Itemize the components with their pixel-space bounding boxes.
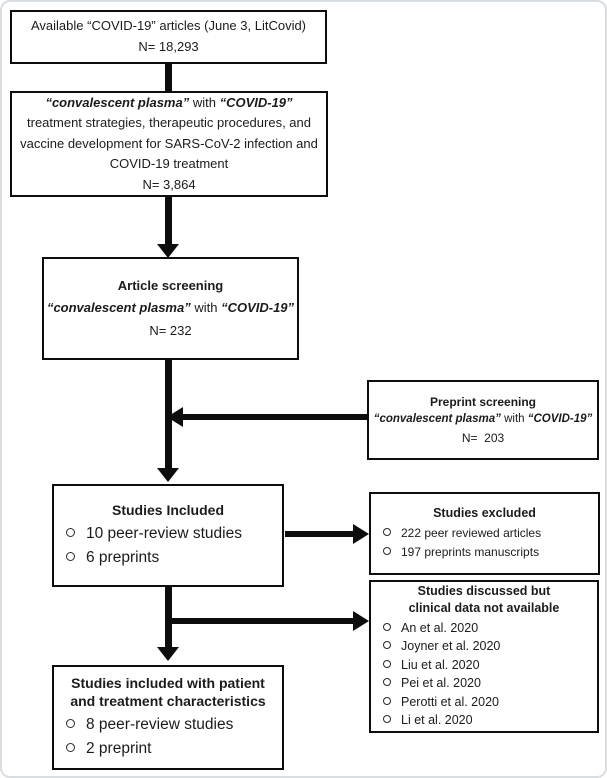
bullet-circle-icon [383, 715, 391, 724]
connector-included-to-excluded [285, 531, 355, 537]
list-item: 222 peer reviewed articles [383, 524, 598, 543]
list-item-text: 2 preprint [86, 740, 152, 758]
bullet-circle-icon [66, 743, 75, 753]
list-item-text: An et al. 2020 [401, 620, 479, 635]
bullet-circle-icon [66, 551, 75, 561]
final-included-list: 8 peer-review studies 2 preprint [54, 713, 282, 761]
search-query-line: “convalescent plasma” with “COVID-19” [12, 93, 326, 114]
query-phrase-2: “COVID-19” [221, 300, 295, 316]
list-item: Perotti et al. 2020 [383, 693, 597, 712]
studies-discussed-box: Studies discussed but clinical data not … [369, 580, 599, 733]
list-item: Joyner et al. 2020 [383, 637, 597, 656]
arrowhead-down-icon [157, 647, 179, 661]
query-phrase-1: “convalescent plasma” [46, 300, 191, 316]
list-item: An et al. 2020 [383, 619, 597, 638]
list-item-text: 10 peer-review studies [86, 524, 242, 542]
search-terms-count: N= 3,864 [142, 176, 196, 192]
available-articles-box: Available “COVID-19” articles (June 3, L… [10, 10, 327, 64]
preprint-screening-title: Preprint screening [429, 394, 537, 409]
arrowhead-left-icon [167, 407, 183, 427]
connector-included-to-final [165, 586, 172, 649]
list-item-text: 197 preprints manuscripts [401, 544, 540, 559]
query-conjunction: with [190, 300, 222, 316]
connector-available-to-search [165, 63, 172, 92]
list-item: 2 preprint [66, 737, 282, 761]
studies-included-list: 10 peer-review studies 6 preprints [54, 522, 282, 570]
preprint-screening-count: N= 203 [461, 430, 505, 445]
list-item-text: Liu et al. 2020 [401, 657, 480, 672]
list-item: Liu et al. 2020 [383, 656, 597, 675]
bullet-circle-icon [383, 659, 391, 668]
bullet-circle-icon [383, 641, 391, 650]
studies-excluded-list: 222 peer reviewed articles 197 preprints… [371, 524, 598, 561]
final-included-title-line2: and treatment characteristics [70, 693, 266, 710]
query-phrase-2: “COVID-19” [219, 94, 293, 110]
bullet-circle-icon [66, 527, 75, 537]
final-included-box: Studies included with patient and treatm… [52, 665, 284, 770]
connector-flow-to-discussed [168, 618, 354, 624]
studies-excluded-box: Studies excluded 222 peer reviewed artic… [369, 492, 600, 575]
list-item: 8 peer-review studies [66, 713, 282, 737]
arrowhead-down-icon [157, 244, 179, 258]
list-item-text: Li et al. 2020 [401, 713, 473, 728]
query-conjunction: with [189, 94, 220, 110]
query-phrase-1: “convalescent plasma” [373, 413, 501, 426]
bullet-circle-icon [383, 622, 391, 631]
preprint-screening-box: Preprint screening “convalescent plasma”… [367, 380, 599, 460]
list-item: Li et al. 2020 [383, 711, 597, 730]
article-screening-box: Article screening “convalescent plasma” … [42, 257, 299, 360]
list-item: Pei et al. 2020 [383, 674, 597, 693]
list-item: 6 preprints [66, 546, 282, 570]
studies-excluded-title: Studies excluded [433, 506, 536, 521]
bullet-circle-icon [66, 719, 75, 729]
bullet-circle-icon [383, 678, 391, 687]
connector-preprint-to-flow [182, 414, 367, 420]
query-conjunction: with [500, 413, 528, 426]
article-screening-title: Article screening [117, 278, 224, 294]
query-phrase-1: “convalescent plasma” [45, 94, 190, 110]
list-item: 10 peer-review studies [66, 522, 282, 546]
studies-included-box: Studies Included 10 peer-review studies … [52, 484, 284, 587]
list-item-text: 8 peer-review studies [86, 716, 234, 734]
connector-search-to-article [165, 196, 172, 246]
arrowhead-right-icon [353, 524, 369, 544]
search-terms-box: “convalescent plasma” with “COVID-19” tr… [10, 91, 328, 197]
list-item-text: 6 preprints [86, 548, 160, 566]
bullet-circle-icon [383, 696, 391, 705]
available-articles-text: Available “COVID-19” articles (June 3, L… [30, 18, 307, 34]
available-articles-count: N= 18,293 [138, 39, 199, 54]
final-included-title-line1: Studies included with patient [71, 674, 265, 691]
query-phrase-2: “COVID-19” [527, 413, 593, 426]
article-screening-query: “convalescent plasma” with “COVID-19” [44, 297, 297, 319]
list-item-text: 222 peer reviewed articles [401, 526, 542, 541]
preprint-screening-query: “convalescent plasma” with “COVID-19” [369, 411, 597, 429]
search-terms-line4: COVID-19 treatment [109, 156, 229, 172]
search-terms-line3: vaccine development for SARS-CoV-2 infec… [20, 135, 318, 151]
bullet-circle-icon [383, 546, 391, 555]
studies-discussed-title-line2: clinical data not available [408, 601, 560, 615]
studies-discussed-title-line1: Studies discussed but [417, 584, 551, 599]
list-item-text: Perotti et al. 2020 [401, 694, 499, 709]
arrowhead-right-icon [353, 611, 369, 631]
list-item: 197 preprints manuscripts [383, 543, 598, 562]
bullet-circle-icon [383, 528, 391, 537]
studies-discussed-list: An et al. 2020 Joyner et al. 2020 Liu et… [371, 619, 597, 730]
studies-included-title: Studies Included [111, 502, 224, 519]
search-terms-line2: treatment strategies, therapeutic proced… [27, 115, 311, 131]
list-item-text: Joyner et al. 2020 [401, 639, 501, 654]
article-screening-count: N= 232 [149, 322, 192, 338]
list-item-text: Pei et al. 2020 [401, 676, 481, 691]
arrowhead-down-icon [157, 468, 179, 482]
